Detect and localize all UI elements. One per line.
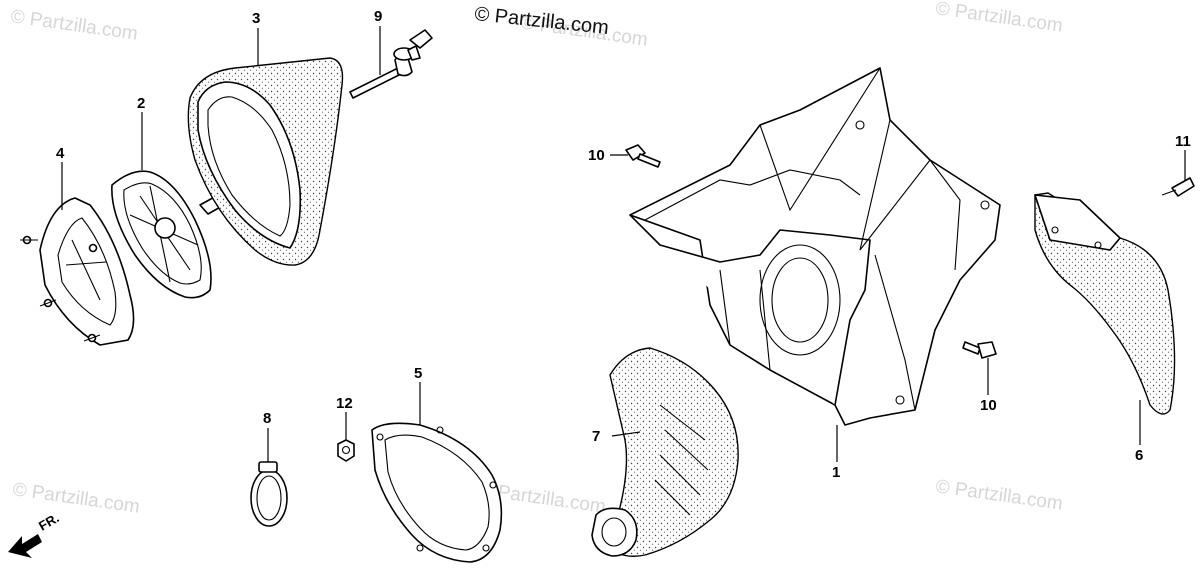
part-10-bolt-lower[interactable] <box>962 341 997 359</box>
watermark-top-left: © Partzilla.com <box>9 6 139 45</box>
part-8-clamp[interactable] <box>250 461 288 527</box>
callout-2: 2 <box>137 95 145 112</box>
front-direction-indicator: FR. <box>8 510 62 558</box>
part-9-wing-bolt[interactable] <box>349 29 433 99</box>
watermark-top-right: © Partzilla.com <box>934 0 1064 37</box>
part-4-plate[interactable] <box>20 197 135 346</box>
part-6-mud-guard[interactable] <box>1034 192 1176 415</box>
callout-10-upper: 10 <box>588 147 605 164</box>
callout-11: 11 <box>1175 133 1191 150</box>
part-1-airbox[interactable] <box>629 67 1001 426</box>
front-arrow-icon <box>8 534 42 558</box>
callout-1: 1 <box>832 464 840 481</box>
callout-9: 9 <box>374 8 382 25</box>
callout-6: 6 <box>1135 447 1143 464</box>
callout-3: 3 <box>252 10 260 27</box>
callout-12: 12 <box>336 395 353 412</box>
part-7-intake-boot[interactable] <box>591 347 739 557</box>
part-5-gasket[interactable] <box>371 422 503 563</box>
callout-5: 5 <box>414 365 422 382</box>
callout-10-lower: 10 <box>980 397 997 414</box>
part-10-bolt-upper[interactable] <box>625 144 661 168</box>
part-3-foam-filter[interactable] <box>187 57 344 266</box>
callout-8: 8 <box>263 410 271 427</box>
part-12-nut[interactable] <box>337 439 355 462</box>
part-2-filter-cage[interactable] <box>111 170 225 299</box>
watermark-bottom-right: © Partzilla.com <box>934 476 1064 515</box>
callout-7: 7 <box>592 428 600 445</box>
part-11-screw[interactable] <box>1161 177 1195 197</box>
front-label: FR. <box>36 510 62 533</box>
callout-4: 4 <box>56 145 65 162</box>
watermark-bottom-left: © Partzilla.com <box>11 479 141 518</box>
leader-lines <box>61 26 1186 462</box>
